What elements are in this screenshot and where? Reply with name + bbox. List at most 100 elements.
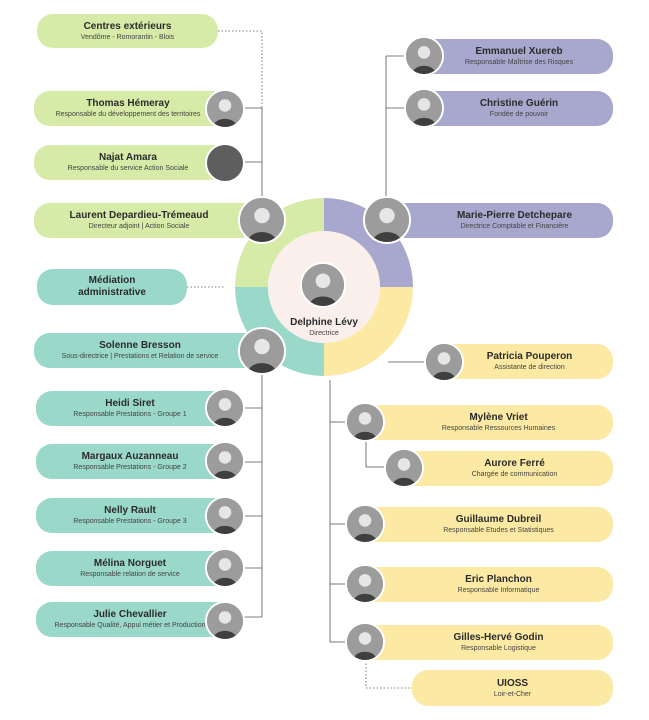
node-name: Nelly Rault [104, 505, 156, 516]
node-yellow-1: Mylène Vriet Responsable Ressources Huma… [364, 405, 613, 440]
node-role: Responsable Etudes et Statistiques [443, 527, 554, 534]
avatar-nelly-rault [205, 496, 245, 536]
node-teal-2: Margaux Auzanneau Responsable Prestation… [36, 444, 224, 479]
node-name: Solenne Bresson [99, 340, 181, 351]
avatar-delphine-levy [300, 262, 346, 308]
node-role: Responsable du service Action Sociale [67, 165, 189, 172]
person-icon [207, 390, 243, 426]
avatar-laurent-depardieu [238, 196, 286, 244]
node-name: Patricia Pouperon [486, 351, 573, 362]
node-name: UIOSS [496, 677, 529, 689]
node-teal-1: Heidi Siret Responsable Prestations - Gr… [36, 391, 224, 426]
node-name: Marie-Pierre Detchepare [456, 210, 573, 221]
person-icon [207, 603, 243, 639]
node-name: Gilles-Hervé Godin [453, 632, 544, 643]
node-green-2: Laurent Depardieu-Trémeaud Directeur adj… [34, 203, 244, 238]
node-role: Sous-directrice | Prestations et Relatio… [61, 353, 219, 360]
node-role: Directeur adjoint | Action Sociale [88, 223, 190, 230]
node-name: Julie Chevallier [93, 609, 167, 620]
node-role: Responsable Informatique [457, 587, 540, 594]
person-icon [240, 329, 284, 373]
node-name: Najat Amara [99, 152, 157, 163]
ring-segment-green [235, 198, 324, 287]
mediation-line1: Médiation [88, 275, 136, 286]
node-name: Mélina Norguet [93, 558, 167, 569]
person-icon [386, 450, 422, 486]
person-icon [240, 198, 284, 242]
node-centres-exterieurs: Centres extérieurs Vendôme - Romorantin … [37, 14, 218, 48]
centre-name: Delphine Lévy [290, 317, 358, 328]
node-yellow-3: Guillaume Dubreil Responsable Etudes et … [364, 507, 613, 542]
node-uioss: UIOSS Loir-et-Cher [412, 670, 613, 706]
node-name: Heidi Siret [105, 398, 155, 409]
node-role: Vendôme - Romorantin - Blois [80, 33, 175, 41]
avatar-guillaume-dubreil [345, 504, 385, 544]
node-teal-5: Julie Chevallier Responsable Qualité, Ap… [36, 602, 224, 637]
person-icon [365, 198, 409, 242]
node-name: Eric Planchon [465, 574, 532, 585]
node-role: Responsable relation de service [80, 571, 180, 578]
node-name: Guillaume Dubreil [455, 514, 542, 525]
avatar-mylene-vriet [345, 402, 385, 442]
mediation-line2: administrative [78, 287, 146, 298]
person-icon [207, 498, 243, 534]
person-icon [347, 404, 383, 440]
node-name: Christine Guérin [479, 98, 559, 109]
node-yellow-4: Eric Planchon Responsable Informatique [364, 567, 613, 602]
person-icon [207, 91, 243, 127]
ring-segment-yellow [324, 287, 413, 376]
node-green-1: Najat Amara Responsable du service Actio… [34, 145, 222, 180]
person-icon [406, 38, 442, 74]
person-icon [207, 443, 243, 479]
node-role: Responsable Prestations - Groupe 3 [73, 518, 187, 525]
node-name: Thomas Hémeray [86, 98, 170, 109]
avatar-thomas-hemeray [205, 89, 245, 129]
avatar-najat-amara [205, 143, 245, 183]
node-role: Loir-et-Cher [493, 690, 532, 698]
avatar-gilles-herve-godin [345, 622, 385, 662]
node-name: Centres extérieurs [83, 20, 172, 32]
person-icon [426, 344, 462, 380]
avatar-julie-chevallier [205, 601, 245, 641]
person-icon [406, 90, 442, 126]
avatar-patricia-pouperon [424, 342, 464, 382]
node-purple-0: Emmanuel Xuereb Responsable Maîtrise des… [425, 39, 613, 74]
avatar-melina-norguet [205, 548, 245, 588]
node-role: Responsable Qualité, Appui métier et Pro… [54, 622, 206, 629]
node-role: Responsable Maîtrise des Risques [464, 59, 574, 66]
node-role: Chargée de communication [471, 471, 558, 478]
node-yellow-5: Gilles-Hervé Godin Responsable Logistiqu… [364, 625, 613, 660]
node-role: Responsable du développement des territo… [55, 111, 201, 118]
node-role: Directrice Comptable et Financière [460, 223, 569, 230]
node-yellow-2: Aurore Ferré Chargée de communication [404, 451, 613, 486]
avatar-aurore-ferre [384, 448, 424, 488]
person-icon [207, 550, 243, 586]
node-teal-3: Nelly Rault Responsable Prestations - Gr… [36, 498, 224, 533]
node-name: Margaux Auzanneau [81, 451, 179, 462]
avatar-eric-planchon [345, 564, 385, 604]
node-yellow-0: Patricia Pouperon Assistante de directio… [446, 344, 613, 379]
node-role: Responsable Prestations - Groupe 1 [73, 411, 187, 418]
centre-role: Directrice [309, 330, 339, 337]
avatar-solenne-bresson [238, 327, 286, 375]
ring-segment-teal [235, 287, 324, 376]
person-icon [347, 624, 383, 660]
node-mediation: Médiation administrative [37, 269, 187, 305]
node-green-0: Thomas Hémeray Responsable du développem… [34, 91, 222, 126]
node-role: Fondée de pouvoir [489, 111, 549, 118]
avatar-christine-guerin [404, 88, 444, 128]
centre-label: Delphine Lévy Directrice [284, 317, 364, 338]
node-role: Assistante de direction [494, 364, 565, 371]
avatar-marie-pierre-detchepare [363, 196, 411, 244]
node-role: Responsable Logistique [461, 645, 536, 652]
node-role: Responsable Ressources Humaines [441, 425, 556, 432]
node-purple-2: Marie-Pierre Detchepare Directrice Compt… [404, 203, 613, 238]
avatar-emmanuel-xuereb [404, 36, 444, 76]
person-icon [302, 264, 344, 306]
node-name: Aurore Ferré [484, 458, 545, 469]
person-icon [347, 566, 383, 602]
avatar-heidi-siret [205, 388, 245, 428]
node-teal-4: Mélina Norguet Responsable relation de s… [36, 551, 224, 586]
person-icon [347, 506, 383, 542]
node-purple-1: Christine Guérin Fondée de pouvoir [425, 91, 613, 126]
